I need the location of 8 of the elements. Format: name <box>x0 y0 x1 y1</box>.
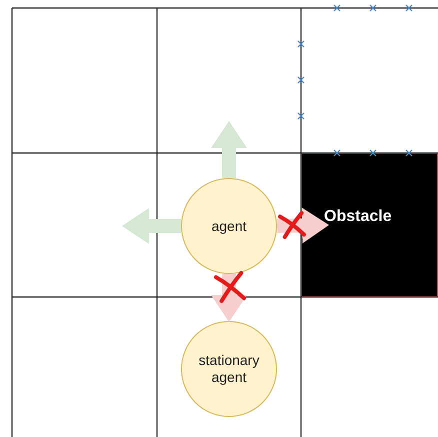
arrow <box>276 208 330 244</box>
arrow <box>211 121 247 178</box>
arrow <box>211 274 247 322</box>
node-label: agent <box>211 218 247 234</box>
arrow <box>122 208 181 244</box>
obstacle-block <box>301 153 438 297</box>
node-label: Obstacle <box>324 208 392 226</box>
node-label: stationary agent <box>198 352 260 386</box>
